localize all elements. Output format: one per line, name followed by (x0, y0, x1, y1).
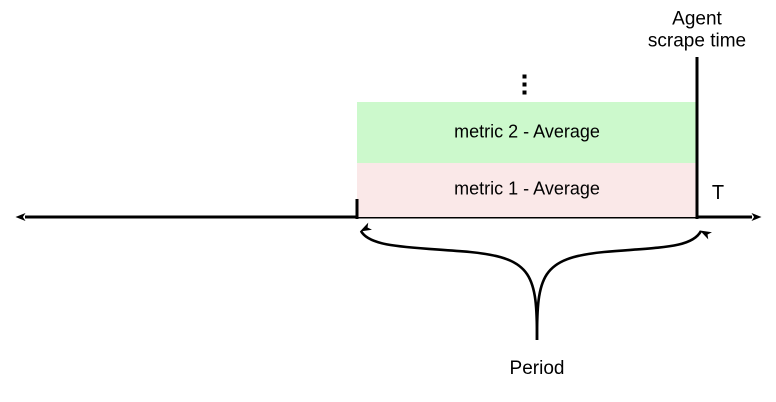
time-axis-label: T (711, 182, 725, 205)
period-brace-right-half (535, 230, 712, 341)
period-brace-left-half (359, 222, 539, 341)
agent-scrape-time-label: Agent scrape time (648, 9, 746, 54)
metric-band-pink (357, 163, 697, 217)
agent-scrape-time-label-line1: Agent (672, 8, 722, 30)
period-label: Period (509, 357, 565, 379)
agent-scrape-time-label-line2: scrape time (647, 31, 747, 52)
metric-band-green (357, 102, 697, 163)
period-brace (359, 222, 712, 341)
metric-2-band-label: metric 2 - Average (454, 121, 600, 142)
ellipsis-dots-icon (522, 74, 527, 95)
metric-1-band-label: metric 1 - Average (454, 178, 600, 199)
